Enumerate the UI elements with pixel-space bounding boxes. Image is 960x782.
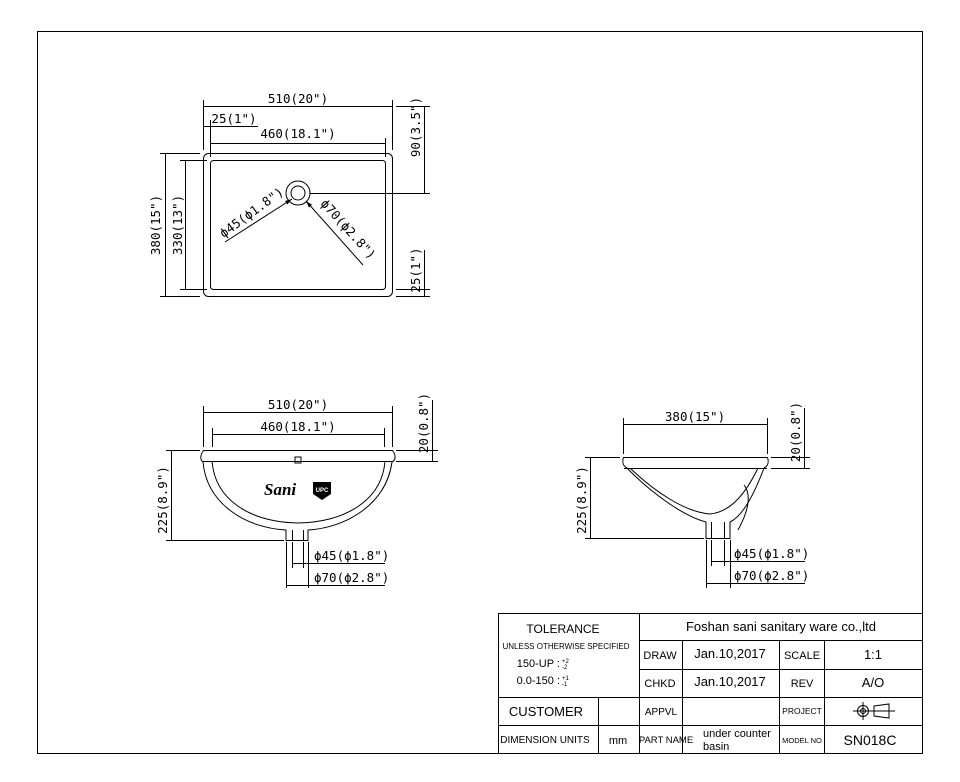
tolerance-0-150-minus: -1 [562,682,568,688]
tolerance-150-up-plus: +2 [562,659,570,665]
company-name: Foshan sani sanitary ware co.,ltd [686,619,876,634]
appvl-label: APPVL [645,707,678,718]
top-rim-label: 25(1") [211,111,256,126]
top-inner-width-label: 460(18.1") [260,126,335,141]
project-label: PROJECT [782,706,822,716]
front-inner-width-label: 460(18.1") [260,419,335,434]
rev-label: REV [791,678,814,690]
tolerance-0-150-plus: +1 [562,676,570,682]
top-width-label: 510(20") [268,91,328,106]
scale-label: SCALE [784,650,820,662]
overflow-hole [294,456,302,464]
top-view: 510(20") 25(1") 460(18.1") 90(3.5") 25(1… [148,91,430,297]
drain-inner-circle [290,185,306,201]
upc-badge: UPC [316,488,329,494]
model-no-value: SN018C [844,732,897,748]
top-drain-large-label: ϕ70(ϕ2.8") [318,196,380,262]
front-rim-height-label: 20(0.8") [416,393,431,453]
chkd-date: Jan.10,2017 [694,674,766,689]
draw-label: DRAW [643,650,677,662]
customer-label: CUSTOMER [509,704,583,719]
side-drain-large-label: ϕ70(ϕ2.8") [734,568,809,583]
front-drain-large-label: ϕ70(ϕ2.8") [314,570,389,585]
dimension-units-value: mm [609,735,627,747]
brand-logo-text: Sani [264,480,296,499]
top-inner-depth-label: 330(13") [170,195,185,255]
top-drain-small-label: ϕ45(ϕ1.8") [217,184,287,240]
basin-inner-bowl [210,160,386,290]
tolerance-note: UNLESS OTHERWISE SPECIFIED [503,642,630,651]
part-name-label: PART NAME [639,735,693,746]
drawing-frame [37,31,923,754]
drain-offset-label: 90(3.5") [408,97,423,157]
front-basin-outline [200,450,396,541]
side-bowl-inner [629,467,759,515]
side-width-label: 380(15") [665,409,725,424]
model-no-label: MODEL NO [782,736,822,745]
side-drain-small-label: ϕ45(ϕ1.8") [734,546,809,561]
tolerance-0-150-label: 0.0-150 : [517,675,560,687]
part-name-line1: under counter [703,728,771,740]
side-view: 380(15") 20(0.8") 225(8.9") ϕ45(ϕ1.8") ϕ… [574,402,810,588]
front-view: Sani UPC 510(20") 460(18.1") 20(0.8") 22… [155,393,438,588]
front-width-label: 510(20") [268,397,328,412]
chkd-label: CHKD [644,678,675,690]
part-name-line2: basin [703,741,729,753]
top-depth-label: 380(15") [148,195,163,255]
scale-value: 1:1 [864,647,882,662]
tolerance-title: TOLERANCE [526,622,599,636]
front-height-label: 225(8.9") [155,466,170,534]
projection-symbol-icon [853,702,895,720]
front-bowl-inner [211,460,386,524]
front-drain-small-label: ϕ45(ϕ1.8") [314,548,389,563]
tolerance-150-up-label: 150-UP : [517,658,560,670]
draw-date: Jan.10,2017 [694,646,766,661]
dimension-units-label: DIMENSION UNITS [500,735,590,746]
rev-value: A/O [862,675,884,690]
bottom-rim-label: 25(1") [408,247,423,292]
tolerance-150-up-minus: -2 [562,665,568,671]
basin-outer-rim [203,153,393,297]
side-height-label: 225(8.9") [574,466,589,534]
title-block: TOLERANCE UNLESS OTHERWISE SPECIFIED 150… [498,613,923,754]
brand-logo: Sani UPC [264,480,331,500]
side-rim-height-label: 20(0.8") [788,402,803,462]
side-basin-outline [622,457,769,539]
